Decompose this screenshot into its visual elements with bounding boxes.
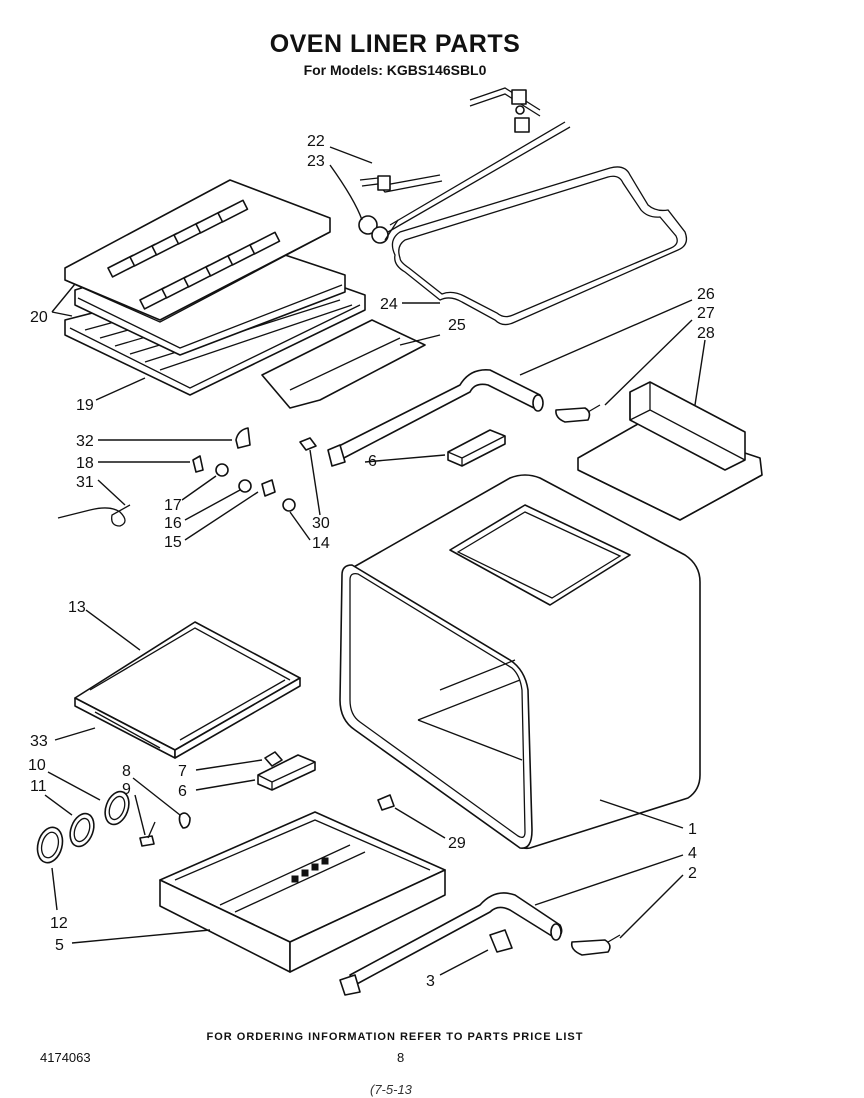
screw-18 bbox=[192, 455, 204, 473]
bracket-15 bbox=[261, 479, 276, 497]
clip-7 bbox=[264, 751, 283, 767]
grid-slots bbox=[107, 199, 281, 310]
callout-26: 26 bbox=[697, 286, 715, 303]
cap-12 bbox=[36, 826, 64, 864]
callout-16: 16 bbox=[164, 515, 182, 532]
clip-29 bbox=[377, 794, 395, 811]
screw-9 bbox=[139, 821, 156, 847]
burner-box bbox=[577, 381, 763, 521]
callout-18: 18 bbox=[76, 455, 94, 472]
flame-spreader bbox=[261, 319, 426, 409]
callout-33: 33 bbox=[30, 733, 48, 750]
callout-6-upper: 6 bbox=[368, 453, 377, 470]
callout-2: 2 bbox=[688, 865, 697, 882]
callout-25: 25 bbox=[448, 317, 466, 334]
callout-17: 17 bbox=[164, 497, 182, 514]
broil-element bbox=[387, 87, 688, 326]
bracket-6-lower bbox=[257, 754, 316, 791]
upper-burner-tube bbox=[327, 368, 544, 467]
leader-lines bbox=[44, 146, 706, 976]
ring-10 bbox=[104, 790, 130, 826]
callout-7: 7 bbox=[178, 763, 187, 780]
ordering-note: FOR ORDERING INFORMATION REFER TO PARTS … bbox=[206, 1031, 584, 1043]
callout-29: 29 bbox=[448, 835, 466, 852]
clip-30 bbox=[299, 437, 317, 451]
oven-liner bbox=[339, 474, 701, 850]
bracket-32 bbox=[235, 427, 251, 449]
callout-1: 1 bbox=[688, 821, 697, 838]
callout-27: 27 bbox=[697, 305, 715, 322]
callout-20: 20 bbox=[30, 309, 48, 326]
callout-32: 32 bbox=[76, 433, 94, 450]
callout-6-lower: 6 bbox=[178, 783, 187, 800]
orifice-2 bbox=[570, 934, 621, 956]
callout-19: 19 bbox=[76, 397, 94, 414]
callout-31: 31 bbox=[76, 474, 94, 491]
callout-14: 14 bbox=[312, 535, 330, 552]
bracket-6-upper bbox=[447, 429, 506, 467]
callout-30: 30 bbox=[312, 515, 330, 532]
document-number: 4174063 bbox=[40, 1050, 91, 1065]
nut-14 bbox=[282, 498, 296, 512]
handwritten-note: (7-5-13 bbox=[370, 1082, 412, 1097]
callout-15: 15 bbox=[164, 534, 182, 551]
thermocouple-31 bbox=[57, 504, 131, 527]
oven-bottom-13 bbox=[74, 621, 301, 759]
bracket-4 bbox=[489, 929, 513, 953]
callout-3: 4 bbox=[688, 845, 697, 862]
callout-22: 22 bbox=[307, 133, 325, 150]
callout-28: 28 bbox=[697, 325, 715, 342]
callout-23: 23 bbox=[307, 153, 325, 170]
nut-17 bbox=[215, 463, 229, 477]
burner-tray-5 bbox=[159, 811, 446, 973]
callout-13: 13 bbox=[68, 599, 86, 616]
callout-24: 24 bbox=[380, 296, 398, 313]
broiler-pan-assembly bbox=[64, 179, 366, 396]
callout-10: 10 bbox=[28, 757, 46, 774]
washer-16 bbox=[238, 479, 252, 493]
lower-burner-tube bbox=[339, 892, 563, 996]
callout-8: 8 bbox=[122, 763, 131, 780]
callout-12: 12 bbox=[50, 915, 68, 932]
callout-11: 11 bbox=[30, 778, 47, 795]
page-title: OVEN LINER PARTS bbox=[269, 30, 521, 58]
knob-8 bbox=[178, 812, 191, 829]
callout-4: 3 bbox=[426, 973, 435, 990]
callout-5: 5 bbox=[55, 937, 64, 954]
ring-11 bbox=[69, 812, 95, 848]
page-number: 8 bbox=[397, 1050, 405, 1065]
ignitor-bracket bbox=[358, 174, 443, 244]
callout-labels: 22 23 20 19 24 25 26 27 28 32 18 31 17 1… bbox=[28, 133, 715, 990]
callout-9: 9 bbox=[122, 781, 131, 798]
model-subtitle: For Models: KGBS146SBL0 bbox=[303, 62, 487, 78]
orifice-27 bbox=[555, 404, 601, 423]
